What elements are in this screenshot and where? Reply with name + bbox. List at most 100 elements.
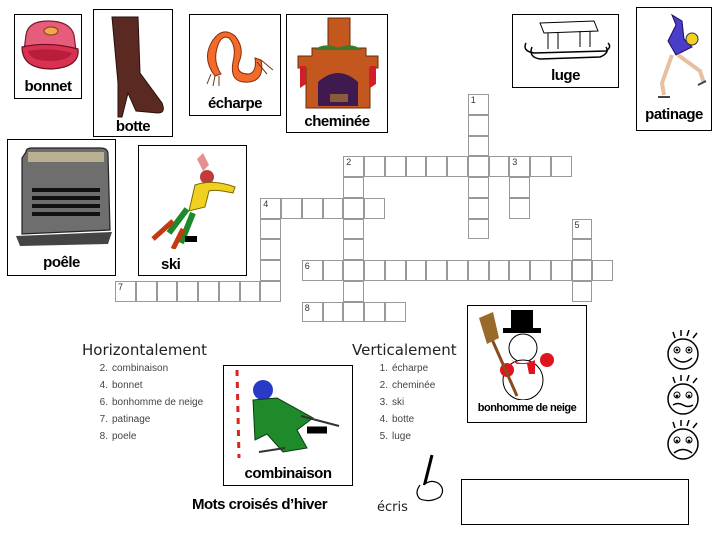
crossword-cell[interactable]	[260, 280, 281, 302]
crossword-cell[interactable]	[156, 280, 178, 302]
crossword-cell[interactable]	[530, 156, 551, 177]
crossword-cell[interactable]	[509, 260, 530, 281]
crossword-cell[interactable]: 3	[509, 156, 530, 177]
crossword-cell[interactable]	[218, 280, 240, 302]
crossword-cell[interactable]	[530, 260, 551, 281]
crossword-cell[interactable]	[364, 260, 385, 281]
crossword-cell[interactable]: 5	[571, 218, 593, 240]
card-label: écharpe	[207, 95, 263, 112]
crossword-cell[interactable]	[384, 301, 406, 323]
crossword-cell[interactable]	[281, 197, 302, 219]
card-bonhomme: bonhomme de neige	[467, 305, 587, 423]
crossword-cell[interactable]	[364, 156, 385, 177]
cell-number: 2	[346, 157, 352, 168]
answer-box[interactable]	[461, 479, 689, 525]
ski-suit-icon	[235, 369, 340, 459]
crossword-cell[interactable]	[405, 156, 427, 177]
clue-item: 2.combinaison	[99, 363, 169, 374]
crossword-cell[interactable]	[322, 197, 344, 219]
crossword-cell[interactable]	[239, 280, 261, 302]
crossword-cell[interactable]: 6	[301, 260, 323, 281]
crossword-cell[interactable]	[364, 301, 385, 323]
crossword-cell[interactable]	[571, 239, 593, 260]
crossword-cell[interactable]	[364, 197, 385, 219]
cell-number: 8	[304, 302, 310, 313]
crossword-cell[interactable]	[343, 218, 364, 240]
clue-item: 7.patinage	[99, 414, 151, 425]
stove-heater-icon	[16, 147, 112, 246]
crossword-cell[interactable]	[571, 260, 593, 281]
crossword-cell[interactable]	[467, 114, 489, 136]
card-patinage: patinage	[636, 7, 712, 131]
scarf-icon	[206, 31, 274, 87]
crossword-cell[interactable]	[343, 197, 364, 219]
card-botte: botte	[93, 9, 173, 137]
across-clues-title: Horizontalement	[82, 341, 208, 359]
crossword-cell[interactable]	[260, 218, 281, 240]
crossword-cell[interactable]	[343, 301, 364, 323]
crossword-cell[interactable]	[384, 156, 406, 177]
across-clues-list: 2.combinaison 4.bonnet 6.bonhomme de nei…	[94, 360, 204, 445]
crossword-cell[interactable]	[198, 280, 219, 302]
neutral-face-icon[interactable]	[663, 375, 703, 417]
crossword-cell[interactable]	[135, 280, 157, 302]
crossword-cell[interactable]	[447, 156, 468, 177]
crossword-cell[interactable]	[467, 218, 489, 240]
crossword-cell[interactable]	[322, 260, 344, 281]
crossword-cell[interactable]	[384, 260, 406, 281]
card-echarpe: écharpe	[189, 14, 281, 116]
crossword-cell[interactable]	[260, 239, 281, 260]
ice-skater-icon	[658, 13, 707, 98]
writing-hand-icon	[416, 454, 444, 502]
down-clues-list: 1.écharpe 2.cheminée 3.ski 4.botte 5.lug…	[374, 360, 436, 445]
crossword-cell[interactable]	[571, 280, 593, 302]
crossword-cell[interactable]	[488, 260, 510, 281]
crossword-cell[interactable]	[467, 156, 489, 177]
crossword-cell[interactable]: 1	[467, 94, 489, 115]
boot-icon	[111, 16, 164, 118]
crossword-cell[interactable]	[343, 260, 364, 281]
clue-item: 3.ski	[379, 397, 405, 408]
crossword-cell[interactable]	[550, 156, 572, 177]
cell-number: 3	[512, 157, 518, 168]
crossword-cell[interactable]	[488, 156, 510, 177]
card-label: ski	[161, 256, 181, 273]
hat-icon	[21, 20, 79, 70]
crossword-cell[interactable]	[177, 280, 198, 302]
crossword-cell[interactable]: 2	[343, 156, 364, 177]
crossword-cell[interactable]	[322, 301, 344, 323]
crossword-cell[interactable]	[592, 260, 613, 281]
crossword-cell[interactable]	[467, 177, 489, 198]
crossword-cell[interactable]	[343, 177, 364, 198]
cell-number: 7	[118, 281, 124, 292]
crossword-cell[interactable]	[447, 260, 468, 281]
crossword-cell[interactable]: 8	[301, 301, 323, 323]
happy-face-icon[interactable]	[663, 330, 703, 372]
crossword-cell[interactable]	[509, 177, 530, 198]
crossword-cell[interactable]	[467, 135, 489, 157]
sad-face-icon[interactable]	[663, 420, 703, 462]
crossword-cell[interactable]	[467, 197, 489, 219]
skier-icon	[151, 153, 236, 249]
clue-item: 4.bonnet	[99, 380, 143, 391]
card-combinaison: combinaison	[223, 365, 353, 486]
cell-number: 4	[263, 198, 269, 209]
card-label: bonhomme de neige	[477, 402, 577, 414]
crossword-cell[interactable]	[343, 239, 364, 260]
crossword-cell[interactable]	[467, 260, 489, 281]
crossword-cell[interactable]	[260, 260, 281, 281]
crossword-cell[interactable]	[405, 260, 427, 281]
crossword-cell[interactable]	[426, 260, 447, 281]
crossword-cell[interactable]: 4	[260, 197, 281, 219]
crossword-cell[interactable]	[343, 280, 364, 302]
crossword-cell[interactable]	[509, 197, 530, 219]
clue-item: 1.écharpe	[379, 363, 429, 374]
card-poele: poêle	[7, 139, 116, 276]
crossword-cell[interactable]	[426, 156, 447, 177]
card-luge: luge	[512, 14, 619, 88]
down-clues-title: Verticalement	[352, 341, 457, 359]
crossword-cell[interactable]	[301, 197, 323, 219]
crossword-cell[interactable]: 7	[115, 280, 136, 302]
crossword-cell[interactable]	[550, 260, 572, 281]
